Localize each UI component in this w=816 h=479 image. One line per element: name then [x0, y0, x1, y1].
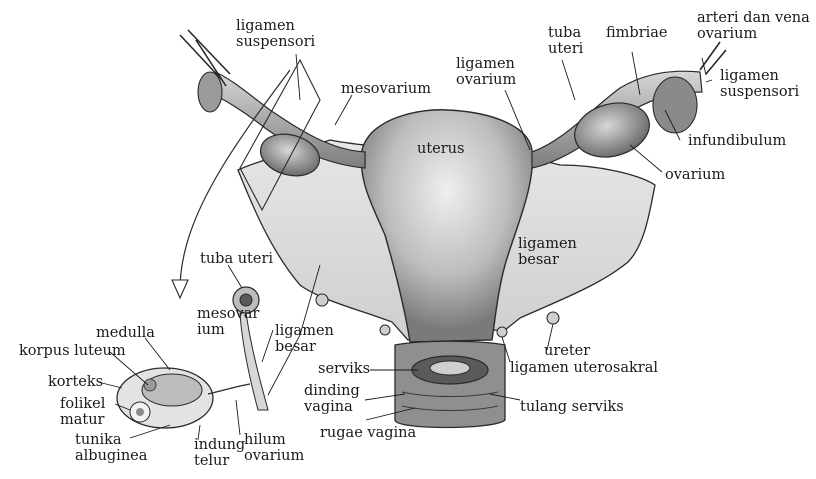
label-line: ligamen	[236, 18, 315, 34]
label-fimbriae: fimbriae	[606, 25, 668, 41]
label-arteri-vena: arteri dan vena ovarium	[697, 10, 810, 42]
label-line: suspensori	[720, 84, 799, 100]
label-ligamen-besar-right: ligamen besar	[518, 236, 577, 268]
label-line: mesovar	[197, 306, 259, 322]
label-line: tunika	[75, 432, 147, 448]
label-indung-telur: indung telur	[194, 437, 245, 469]
label-mesovarium-inset: mesovar ium	[197, 306, 259, 338]
right-ureter	[547, 312, 559, 324]
label-line: folikel	[60, 396, 105, 412]
label-line: vagina	[304, 399, 360, 415]
label-medulla: medulla	[96, 325, 155, 341]
label-tuba-uteri-top: tuba uteri	[548, 25, 583, 57]
label-line: ium	[197, 322, 259, 338]
inset-oocyte	[136, 408, 144, 416]
label-line: suspensori	[236, 34, 315, 50]
label-line: uteri	[548, 41, 583, 57]
section-arrowhead	[172, 280, 188, 298]
left-fimbriae	[198, 72, 222, 112]
label-ligamen-ovarium: ligamen ovarium	[456, 56, 516, 88]
label-line: dinding	[304, 383, 360, 399]
label-line: ovarium	[244, 448, 304, 464]
label-hilum-ovarium: hilum ovarium	[244, 432, 304, 464]
label-line: tuba	[548, 25, 583, 41]
label-line: indung	[194, 437, 245, 453]
label-line: albuginea	[75, 448, 147, 464]
external-os	[430, 361, 470, 375]
label-rugae-vagina: rugae vagina	[320, 425, 416, 441]
uterosacral-right	[497, 327, 507, 337]
label-line: arteri dan vena	[697, 10, 810, 26]
label-line: ovarium	[697, 26, 810, 42]
right-fimbriae	[653, 77, 697, 133]
label-infundibulum: infundibulum	[688, 133, 786, 149]
label-uterus: uterus	[417, 141, 464, 157]
label-folikel-matur: folikel matur	[60, 396, 105, 428]
label-ligamen-uterosakral: ligamen uterosakral	[510, 360, 658, 376]
label-serviks: serviks	[318, 361, 370, 377]
label-line: telur	[194, 453, 245, 469]
label-line: ligamen	[518, 236, 577, 252]
label-tunika-albuginea: tunika albuginea	[75, 432, 147, 464]
inset-tube-lumen	[240, 294, 252, 306]
label-ovarium-right: ovarium	[665, 167, 725, 183]
left-ureter	[316, 294, 328, 306]
label-line: ligamen	[275, 323, 334, 339]
label-tulang-serviks: tulang serviks	[520, 399, 624, 415]
label-mesovarium-top: mesovarium	[341, 81, 431, 97]
label-line: ligamen	[456, 56, 516, 72]
label-line: besar	[275, 339, 334, 355]
label-line: hilum	[244, 432, 304, 448]
inset-hilum	[208, 384, 250, 394]
label-line: besar	[518, 252, 577, 268]
label-line: matur	[60, 412, 105, 428]
label-ureter: ureter	[544, 343, 590, 359]
label-ligamen-suspensori-left: ligamen suspensori	[236, 18, 315, 50]
uterosacral-left	[380, 325, 390, 335]
inset-corpus-luteum	[144, 379, 156, 391]
label-korpus-luteum: korpus luteum	[19, 343, 126, 359]
label-line: ovarium	[456, 72, 516, 88]
label-tuba-uteri-inset: tuba uteri	[200, 251, 273, 267]
label-dinding-vagina: dinding vagina	[304, 383, 360, 415]
label-korteks: korteks	[48, 374, 103, 390]
label-ligamen-besar-left: ligamen besar	[275, 323, 334, 355]
label-line: ligamen	[720, 68, 799, 84]
label-ligamen-suspensori-right: ligamen suspensori	[720, 68, 799, 100]
